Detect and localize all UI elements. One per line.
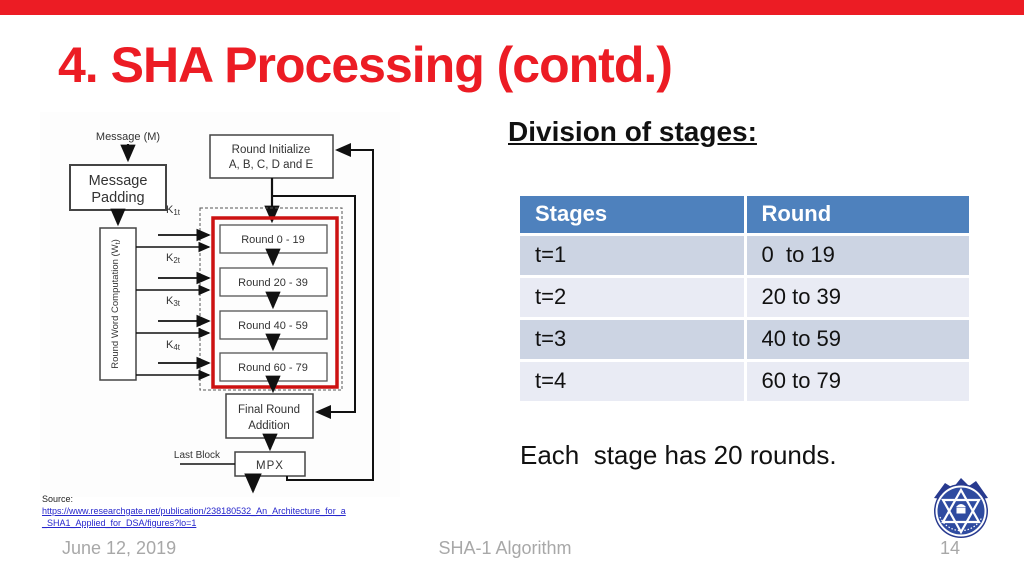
table-row: t=4 60 to 79: [520, 360, 972, 404]
round-cell: 40 to 59: [745, 318, 972, 362]
last-block-label: Last Block: [174, 450, 221, 461]
university-logo-icon: [924, 476, 998, 540]
mpx-box: MPX: [234, 451, 306, 477]
footer-date: June 12, 2019: [62, 538, 177, 558]
k4t-label: K4t: [158, 339, 211, 370]
round-cell: 60 to 79: [745, 360, 972, 404]
source-label: Source:: [42, 494, 74, 504]
svg-text:Final Round: Final Round: [238, 404, 300, 416]
slide-title: 4. SHA Processing (contd.): [58, 37, 673, 93]
svg-text:Padding: Padding: [91, 190, 144, 206]
svg-text:Round 40 - 59: Round 40 - 59: [238, 320, 308, 332]
feedback-line: [286, 143, 374, 481]
stages-table: Stages Round t=1 0 to 19 t=2 20 to 39 t=…: [520, 196, 972, 404]
footer-title: SHA-1 Algorithm: [438, 538, 572, 558]
svg-text:MPX: MPX: [256, 460, 284, 472]
stage-cell: t=2: [520, 276, 747, 320]
table-row: t=3 40 to 59: [520, 318, 972, 362]
svg-text:K4t: K4t: [166, 339, 181, 352]
sha-architecture-diagram: Message (M) Message Padding Round Word C…: [40, 112, 400, 497]
svg-text:Round 20 - 39: Round 20 - 39: [238, 277, 308, 289]
table-row: t=1 0 to 19: [520, 234, 972, 278]
svg-text:Round Word Computation (Wt): Round Word Computation (Wt): [110, 239, 122, 369]
final-round-addition-box: Final Round Addition: [225, 393, 314, 439]
table-row: t=2 20 to 39: [520, 276, 972, 320]
message-padding-box: Message Padding: [69, 164, 167, 211]
svg-text:Message: Message: [89, 173, 148, 189]
svg-text:K3t: K3t: [166, 295, 181, 308]
source-link-line1[interactable]: https://www.researchgate.net/publication…: [42, 506, 346, 516]
k3t-label: K3t: [158, 295, 211, 328]
round-cell: 0 to 19: [745, 234, 972, 278]
svg-text:K1t: K1t: [166, 204, 181, 217]
svg-text:Round 60 - 79: Round 60 - 79: [238, 362, 308, 374]
round-0-19-box: Round 0 - 19: [219, 224, 328, 254]
page-number: 14: [939, 538, 960, 558]
source-link-line2[interactable]: _SHA1_Applied_for_DSA/figures?lo=1: [42, 518, 197, 528]
table-header-round: Round: [745, 196, 972, 236]
note-text: Each stage has 20 rounds.: [520, 440, 837, 470]
table-header-stages: Stages: [520, 196, 747, 236]
round-40-59-box: Round 40 - 59: [219, 310, 328, 340]
message-label: Message (M): [96, 131, 160, 143]
stage-cell: t=3: [520, 318, 747, 362]
slide-accent-bar: [0, 0, 1024, 15]
svg-text:A, B, C, D and E: A, B, C, D and E: [229, 159, 314, 171]
source-block: Source: https://www.researchgate.net/pub…: [42, 493, 346, 529]
table-header-row: Stages Round: [520, 196, 972, 236]
k2t-label: K2t: [158, 252, 211, 285]
svg-text:Round Initialize: Round Initialize: [232, 144, 311, 156]
stage-cell: t=4: [520, 360, 747, 404]
round-cell: 20 to 39: [745, 276, 972, 320]
round-60-79-box: Round 60 - 79: [219, 352, 328, 382]
svg-text:K2t: K2t: [166, 252, 181, 265]
round-20-39-box: Round 20 - 39: [219, 267, 328, 297]
round-initialize-box: Round Initialize A, B, C, D and E: [209, 134, 334, 179]
round-word-computation-box: Round Word Computation (Wt): [99, 227, 137, 381]
stage-cell: t=1: [520, 234, 747, 278]
svg-text:Addition: Addition: [248, 420, 290, 432]
svg-text:Round 0 - 19: Round 0 - 19: [241, 234, 305, 246]
feed-forward-line: [272, 195, 356, 419]
section-heading: Division of stages:: [508, 116, 757, 147]
k1t-label: K1t: [158, 204, 211, 242]
